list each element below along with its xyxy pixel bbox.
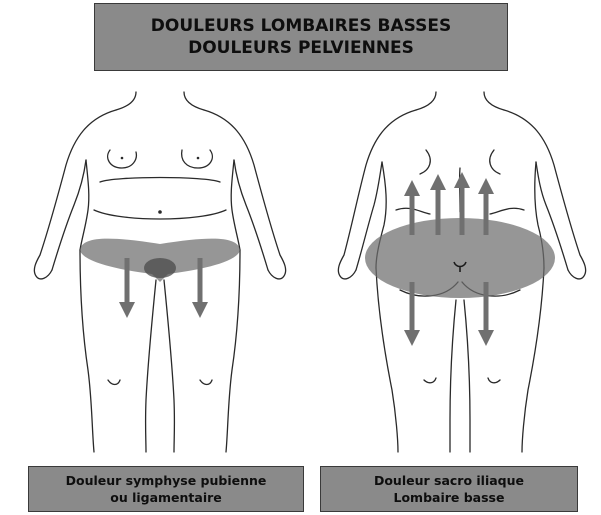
caption-back: Douleur sacro iliaque Lombaire basse: [320, 466, 578, 512]
caption-back-line-2: Lombaire basse: [394, 489, 505, 506]
caption-front: Douleur symphyse pubienne ou ligamentair…: [28, 466, 304, 512]
caption-front-line-2: ou ligamentaire: [110, 489, 222, 506]
front-pain-zone: [80, 239, 240, 282]
caption-front-line-1: Douleur symphyse pubienne: [66, 472, 267, 489]
caption-back-line-1: Douleur sacro iliaque: [374, 472, 524, 489]
